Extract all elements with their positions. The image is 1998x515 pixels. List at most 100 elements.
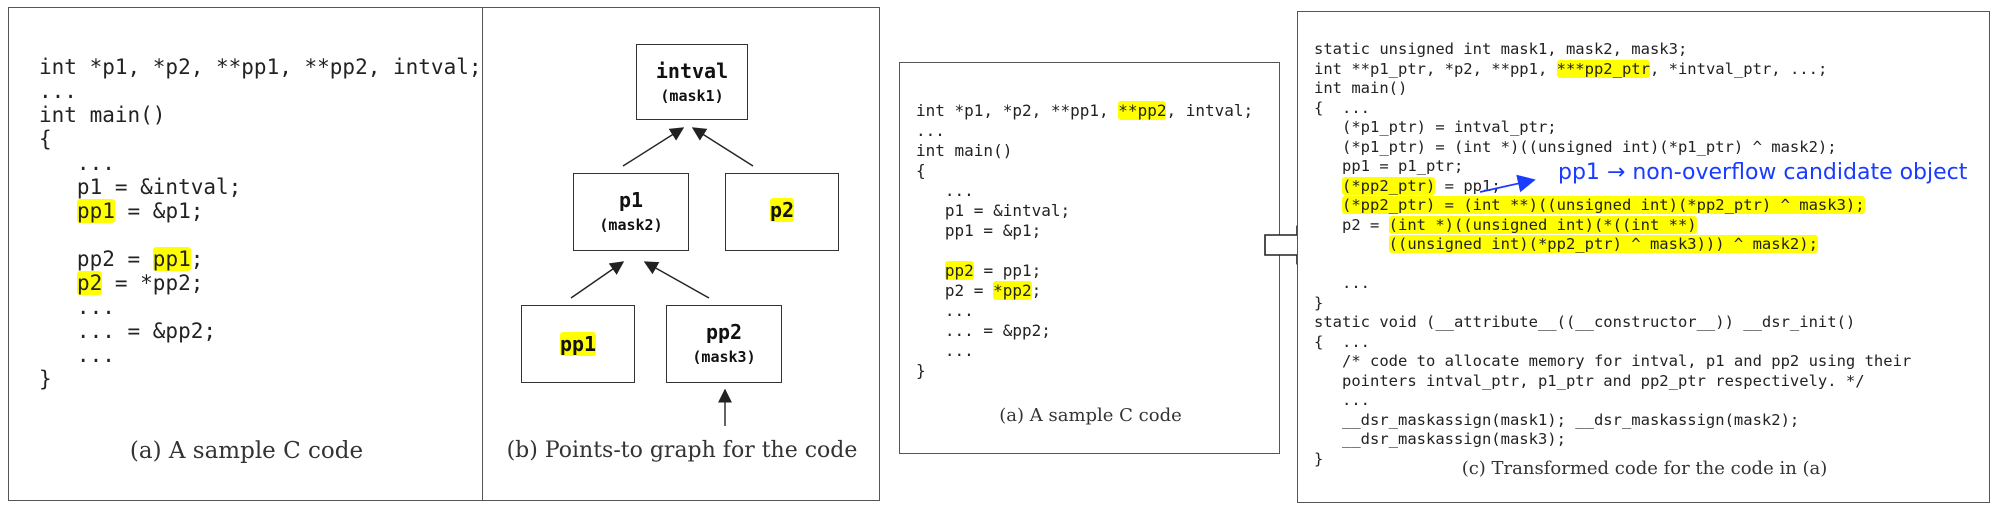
code-line: p2 = *pp2; [916,281,1041,301]
code-line: } [1314,294,1323,314]
code-text [1314,196,1342,214]
panel-a-code: int *p1, *p2, **pp1, **pp2, intval;...in… [8,7,483,501]
edge-pp2-p1 [643,261,710,299]
code-line: { [39,127,52,151]
code-text: /* code to allocate memory for intval, p… [1314,352,1912,370]
code-text: ... [916,181,974,200]
code-text [1314,177,1342,195]
code-text: int *p1, *p2, **pp1, [916,101,1119,120]
code-line: int main() [1314,79,1407,99]
code-text: int main() [916,141,1013,160]
code-text: ... [39,343,115,367]
code-text: } [39,367,52,391]
code-line: ... [1314,274,1370,294]
panel-b-graph: intval (mask1) p1 (mask2) p2 pp1 pp2 (ma… [482,7,880,501]
code-text: ... [39,295,115,319]
code-text: = *pp2; [102,271,204,295]
code-text: } [1314,293,1324,312]
code-line: pointers intval_ptr, p1_ptr and pp2_ptr … [1314,372,1865,392]
code-line: pp1 = &p1; [916,221,1041,241]
code-line: int **p1_ptr, *p2, **pp1, ***pp2_ptr, *i… [1314,59,1827,80]
code-line: p2 = (int *)((unsigned int)(*((int **) [1314,215,1697,236]
code-line: ... [916,181,974,201]
code-text: pp2 = [39,247,153,271]
code-line: ... [916,301,974,321]
code-line: int main() [39,103,165,127]
code-line: pp2 = pp1; [39,247,203,271]
code-text: = &p1; [114,199,204,223]
caption-c: (a) A sample C code [999,405,1182,426]
code-text: p1 = &intval; [916,201,1071,220]
code-line: } [916,361,926,381]
code-text: __dsr_maskassign(mask3); [1314,430,1566,448]
code-line: ... [916,341,974,361]
code-line: (*p1_ptr) = (int *)((unsigned int)(*p1_p… [1314,138,1837,158]
highlighted-token: p2 [76,271,103,295]
code-text: int main() [39,103,166,127]
code-line: (*pp2_ptr) = (int **)((unsigned int)(*pp… [1314,196,1865,216]
node-p2: p2 [725,173,839,251]
code-text: static unsigned int mask1, mask2, mask3; [1314,40,1688,58]
edge-pp1-p1 [570,261,625,299]
panel-c-code: int *p1, *p2, **pp1, **pp2, intval;...in… [899,62,1280,454]
code-line: p2 = *pp2; [39,271,203,295]
panel-d-transformed-code: static unsigned int mask1, mask2, mask3;… [1297,11,1990,503]
code-text: ... [39,79,77,103]
code-line: } [39,367,52,391]
code-line: ... [1314,391,1370,411]
code-text: p2 = [1314,215,1389,234]
code-line: p1 = &intval; [916,201,1070,221]
highlighted-token: (*pp2_ptr) [1342,176,1436,195]
highlighted-token: pp1 [152,247,191,271]
code-line: ((unsigned int)(*pp2_ptr) ^ mask3))) ^ m… [1314,235,1818,255]
code-line: ... = &pp2; [39,319,216,343]
code-text: ... = &pp2; [39,319,217,343]
code-line: { ... [1314,333,1370,353]
code-line: ... = &pp2; [916,321,1051,341]
code-text: int *p1, *p2, **pp1, **pp2, intval; [39,55,482,79]
code-text: int **p1_ptr, *p2, **pp1, [1314,59,1557,78]
code-text: ... = &pp2; [916,321,1051,340]
node-intval: intval (mask1) [636,44,748,120]
code-text: ... [1314,274,1370,292]
code-line: int *p1, *p2, **pp1, **pp2, intval; [39,55,482,79]
code-text: ; [1031,281,1042,300]
code-text: { ... [1314,98,1370,117]
code-text: ... [916,121,945,140]
code-line: /* code to allocate memory for intval, p… [1314,352,1911,372]
code-line: { [916,161,926,181]
code-text: ... [916,301,974,320]
highlighted-token: ((unsigned int)(*pp2_ptr) ^ mask3))) ^ m… [1388,235,1818,253]
code-text: pp1 = &p1; [916,221,1042,240]
code-text: p2 = [916,281,994,300]
code-line: pp1 = &p1; [39,199,203,223]
code-line: ... [39,295,115,319]
code-text: ; [190,247,204,271]
annotation-non-overflow: pp1 → non-overflow candidate object [1558,160,1968,185]
code-text: = pp1; [973,261,1042,280]
code-line: (*p1_ptr) = intval_ptr; [1314,118,1557,138]
highlighted-token: (*pp2_ptr) = (int **)((unsigned int)(*pp… [1342,196,1865,214]
caption-a: (a) A sample C code [129,438,364,464]
points-to-edges [570,127,754,426]
code-text: { [39,127,52,151]
code-line: int *p1, *p2, **pp1, **pp2, intval; [916,101,1253,121]
code-text: int main() [1314,79,1408,97]
code-text: } [916,361,926,380]
annotation-arrow-icon [1479,174,1536,193]
code-line: ... [916,121,945,141]
code-text: , intval; [1166,101,1254,120]
highlighted-token: **pp2 [1118,101,1167,120]
code-line: (*pp2_ptr) = pp1; [1314,176,1501,197]
code-line: ... [39,79,77,103]
code-text: { ... [1314,332,1370,351]
code-text: } [1314,449,1324,468]
code-text: static void (__attribute__((__constructo… [1314,313,1856,331]
highlighted-token: ***pp2_ptr [1556,59,1650,78]
highlighted-token: pp1 [76,199,115,223]
node-pp1: pp1 [521,305,635,383]
code-line: __dsr_maskassign(mask3); [1314,430,1566,450]
highlighted-token: pp2 [944,261,974,280]
code-text: ... [39,151,115,175]
code-line: } [1314,450,1323,470]
